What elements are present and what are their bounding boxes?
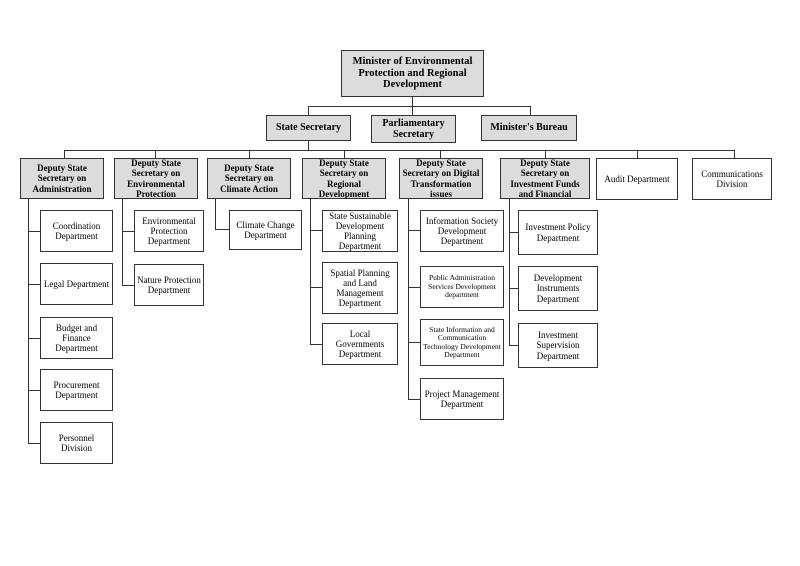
connector-line: [440, 150, 441, 158]
connector-line: [509, 345, 518, 346]
connector-line: [408, 287, 420, 288]
legal-department-box: Legal Department: [40, 263, 113, 305]
connector-line: [155, 150, 156, 158]
connector-line: [408, 342, 420, 343]
information-society-department-box: Information Society Development Departme…: [420, 210, 504, 252]
connector-line: [310, 199, 311, 344]
connector-line: [64, 150, 735, 151]
connector-line: [509, 232, 518, 233]
ict-development-department-box: State Information and Communication Tech…: [420, 319, 504, 366]
connector-line: [509, 288, 518, 289]
connector-line: [408, 399, 420, 400]
connector-line: [310, 230, 322, 231]
deputy-regional-development-box: Deputy State Secretary on Regional Devel…: [302, 158, 386, 199]
connector-line: [310, 287, 322, 288]
connector-line: [310, 344, 322, 345]
connector-line: [28, 231, 40, 232]
audit-department-box: Audit Department: [596, 158, 678, 200]
deputy-administration-box: Deputy State Secretary on Administration: [20, 158, 104, 199]
connector-line: [215, 199, 216, 229]
climate-change-department-box: Climate Change Department: [229, 210, 302, 250]
connector-line: [249, 150, 250, 158]
public-administration-services-department-box: Public Administration Services Developme…: [420, 266, 504, 308]
environmental-protection-department-box: Environmental Protection Department: [134, 210, 204, 252]
personnel-division-box: Personnel Division: [40, 422, 113, 464]
ministers-bureau-box: Minister's Bureau: [481, 115, 577, 141]
budget-finance-department-box: Budget and Finance Department: [40, 317, 113, 359]
connector-line: [28, 443, 40, 444]
sustainable-development-planning-department-box: State Sustainable Development Planning D…: [322, 210, 398, 252]
connector-line: [64, 150, 65, 158]
deputy-investment-funds-box: Deputy State Secretary on Investment Fun…: [500, 158, 590, 199]
investment-supervision-department-box: Investment Supervision Department: [518, 323, 598, 368]
connector-line: [344, 150, 345, 158]
project-management-department-box: Project Management Department: [420, 378, 504, 420]
deputy-environmental-protection-box: Deputy State Secretary on Environmental …: [114, 158, 198, 199]
connector-line: [215, 229, 229, 230]
connector-line: [308, 106, 531, 107]
connector-line: [408, 230, 420, 231]
communications-division-box: Communications Division: [692, 158, 772, 200]
deputy-climate-action-box: Deputy State Secretary on Climate Action: [207, 158, 291, 199]
connector-line: [734, 150, 735, 158]
procurement-department-box: Procurement Department: [40, 369, 113, 411]
connector-line: [408, 199, 409, 399]
connector-line: [308, 140, 309, 150]
coordination-department-box: Coordination Department: [40, 210, 113, 252]
connector-line: [412, 106, 413, 115]
connector-line: [122, 231, 134, 232]
connector-line: [122, 285, 134, 286]
minister-box: Minister of Environmental Protection and…: [341, 50, 484, 97]
connector-line: [530, 106, 531, 115]
parliamentary-secretary-box: Parliamentary Secretary: [371, 115, 456, 143]
connector-line: [509, 199, 510, 345]
investment-policy-department-box: Investment Policy Department: [518, 210, 598, 255]
connector-line: [28, 284, 40, 285]
spatial-planning-department-box: Spatial Planning and Land Management Dep…: [322, 262, 398, 314]
nature-protection-department-box: Nature Protection Department: [134, 264, 204, 306]
development-instruments-department-box: Development Instruments Department: [518, 266, 598, 311]
connector-line: [28, 338, 40, 339]
connector-line: [637, 150, 638, 158]
connector-line: [122, 199, 123, 285]
local-governments-department-box: Local Governments Department: [322, 323, 398, 365]
connector-line: [28, 390, 40, 391]
connector-line: [412, 96, 413, 106]
connector-line: [308, 106, 309, 115]
state-secretary-box: State Secretary: [266, 115, 351, 141]
connector-line: [28, 199, 29, 443]
deputy-digital-transformation-box: Deputy State Secretary on Digital Transf…: [399, 158, 483, 199]
connector-line: [545, 150, 546, 158]
